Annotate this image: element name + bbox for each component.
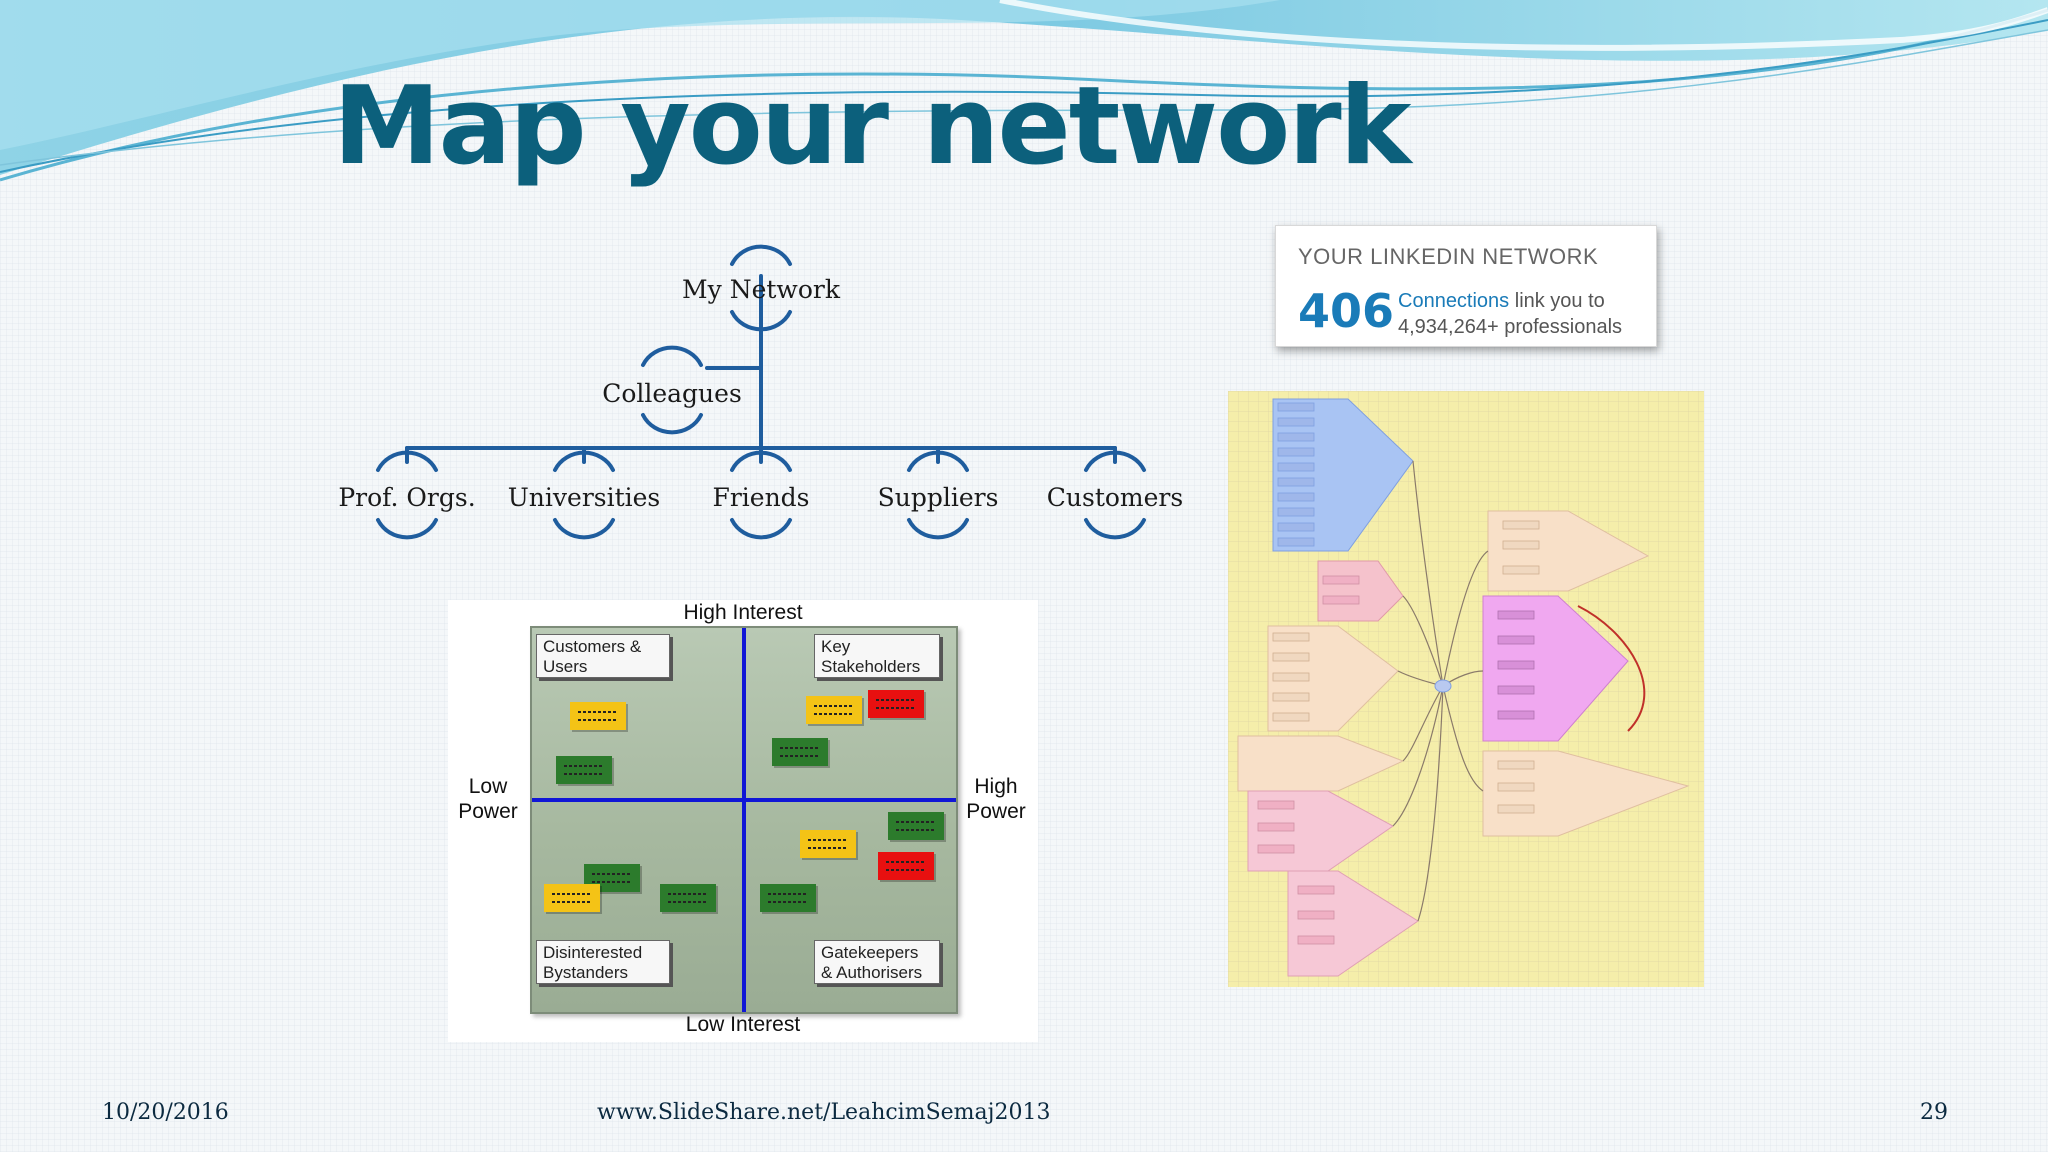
sticky-note — [888, 812, 944, 840]
sticky-note — [806, 696, 862, 724]
quadrant-label-disinterested-bystanders: Disinterested Bystanders — [536, 940, 670, 984]
node-bracket-universities — [553, 450, 615, 540]
sticky-note — [800, 830, 856, 858]
node-colleagues: Colleagues — [602, 379, 742, 408]
sticky-note — [868, 690, 924, 718]
node-bracket-colleagues — [641, 345, 703, 435]
linkedin-summary: Connections link you to 4,934,264+ profe… — [1398, 288, 1622, 340]
linkedin-connection-count: 406 — [1298, 284, 1395, 338]
page-title: Map your network — [333, 64, 1411, 189]
header-wave-decoration — [0, 0, 2048, 182]
sticky-note — [570, 702, 626, 730]
sticky-note — [660, 884, 716, 912]
network-mind-map-image — [1228, 391, 1704, 987]
quadrant-label-gatekeepers-authorisers: Gatekeepers & Authorisers — [814, 940, 940, 984]
node-suppliers: Suppliers — [878, 483, 999, 512]
node-bracket-my-network — [730, 244, 792, 332]
node-bracket-customers — [1084, 450, 1146, 540]
footer-date: 10/20/2016 — [102, 1100, 229, 1125]
node-bracket-friends — [730, 450, 792, 540]
axis-label-high-interest: High Interest — [683, 601, 803, 624]
network-org-chart: My Network Colleagues Prof. Orgs. Univer… — [338, 244, 1183, 540]
link-text: link you to — [1509, 290, 1605, 312]
node-friends: Friends — [712, 483, 809, 512]
sticky-note — [772, 738, 828, 766]
sticky-note — [556, 756, 612, 784]
node-bracket-suppliers — [907, 450, 969, 540]
interest-divider — [742, 628, 746, 1012]
sticky-note — [878, 852, 934, 880]
sticky-note — [544, 884, 600, 912]
node-universities: Universities — [508, 483, 661, 512]
power-interest-grid: High Interest Low Interest Low Power Hig… — [448, 600, 1038, 1042]
connections-link[interactable]: Connections — [1398, 290, 1510, 312]
linkedin-network-card: YOUR LINKEDIN NETWORK 406 Connections li… — [1275, 225, 1657, 347]
footer-page-number: 29 — [1920, 1100, 1948, 1125]
node-prof-orgs: Prof. Orgs. — [338, 483, 475, 512]
sticky-note — [760, 884, 816, 912]
power-divider — [532, 798, 956, 802]
quadrant-label-key-stakeholders: Key Stakeholders — [814, 634, 940, 678]
footer-url[interactable]: www.SlideShare.net/LeahcimSemaj2013 — [597, 1100, 1051, 1125]
axis-label-low-power: Low Power — [458, 775, 518, 823]
quadrant-grid: Customers & Users Key Stakeholders Disin… — [530, 626, 958, 1014]
node-my-network: My Network — [682, 275, 841, 304]
node-bracket-prof-orgs — [376, 450, 438, 540]
professionals-text: 4,934,264+ professionals — [1398, 316, 1623, 338]
quadrant-label-customers-users: Customers & Users — [536, 634, 670, 678]
linkedin-header: YOUR LINKEDIN NETWORK — [1298, 244, 1599, 269]
axis-label-high-power: High Power — [966, 775, 1026, 823]
node-customers: Customers — [1047, 483, 1183, 512]
axis-label-low-interest: Low Interest — [685, 1013, 801, 1036]
